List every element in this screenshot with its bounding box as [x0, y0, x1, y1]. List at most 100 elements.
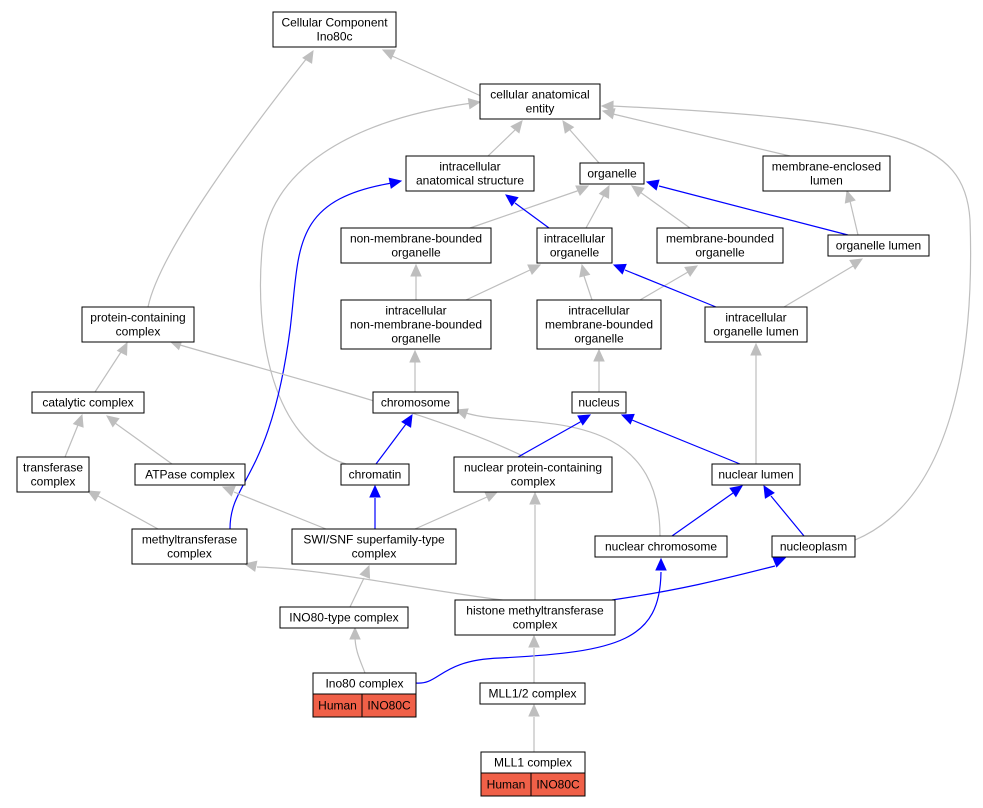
node-box: [536, 299, 662, 350]
edge-line: [391, 55, 482, 97]
edge-cc-pcc: [94, 341, 128, 393]
node-np[interactable]: nucleoplasm: [771, 535, 856, 558]
arrowhead: [409, 349, 421, 363]
arrowhead: [849, 258, 864, 270]
node-box: [479, 83, 601, 120]
node-box: [291, 528, 457, 565]
edge-line: [569, 129, 600, 164]
edge-line: [375, 423, 407, 465]
arrowhead: [620, 413, 635, 425]
node-label: organelle lumen: [713, 325, 798, 339]
edge-line: [517, 420, 583, 458]
node-cc[interactable]: catalytic complex: [31, 391, 145, 414]
node-org[interactable]: organelle: [579, 162, 645, 185]
gene-tag-box: [530, 772, 586, 797]
edge-line: [631, 419, 741, 465]
edge-chr-inmbo: [409, 349, 421, 392]
arrowhead: [645, 179, 660, 191]
node-box: [656, 227, 784, 264]
node-ino80[interactable]: Ino80 complex: [312, 672, 417, 695]
edge-line: [259, 102, 473, 465]
arrowhead: [655, 557, 667, 571]
edge-pcc-root: [147, 49, 314, 308]
node-nuc[interactable]: nucleus: [571, 391, 627, 414]
edge-org-cae: [562, 120, 600, 164]
arrowhead: [359, 564, 371, 579]
arrowhead: [116, 341, 128, 356]
node-atp[interactable]: ATPase complex: [134, 463, 246, 486]
edge-nl-iol: [750, 342, 762, 464]
node-box: [340, 299, 492, 350]
node-label: anatomical structure: [416, 174, 524, 188]
node-box: [131, 528, 248, 565]
node-chrt[interactable]: chromatin: [340, 463, 410, 486]
node-box: [340, 463, 410, 486]
node-mll1[interactable]: MLL1 complex: [480, 751, 586, 774]
edge-line: [114, 422, 173, 465]
edge-inmbo-io: [465, 264, 542, 301]
edge-ol-org: [645, 179, 849, 236]
node-ino80t[interactable]: INO80-type complex: [279, 606, 409, 629]
node-box: [454, 599, 616, 636]
node-ol[interactable]: organelle lumen: [827, 234, 930, 257]
node-label: entity: [526, 102, 555, 116]
node-label: methyltransferase: [142, 533, 238, 547]
node-label: transferase: [23, 461, 83, 475]
arrowhead: [600, 100, 614, 113]
node-box: [711, 463, 801, 486]
node-label: organelle: [391, 332, 441, 346]
node-inmbo[interactable]: intracellularnon-membrane-boundedorganel…: [340, 299, 492, 350]
edge-line: [229, 182, 393, 530]
node-label: Cellular Component: [281, 16, 388, 30]
edge-nchr-chr: [454, 408, 661, 537]
arrowhead: [579, 263, 591, 278]
edge-nmbo-org: [469, 185, 590, 229]
arrowhead: [577, 414, 592, 426]
edge-mtc-ias: [229, 177, 403, 530]
arrowhead: [631, 185, 645, 198]
edge-io-org: [585, 184, 610, 229]
edge-hmtc-np: [611, 556, 787, 601]
edge-line: [583, 275, 593, 301]
edge-ol-mel: [844, 189, 859, 236]
gene-tag-box: [361, 693, 417, 718]
edge-mbo-org: [631, 185, 691, 229]
arrowhead: [612, 263, 627, 275]
edge-swi-npcc: [414, 491, 499, 530]
node-nl[interactable]: nuclear lumen: [711, 463, 801, 486]
edge-mll1-mll12: [528, 703, 540, 752]
node-box: [31, 391, 145, 414]
edge-line: [658, 185, 849, 236]
node-chr[interactable]: chromosome: [372, 391, 459, 414]
arrowhead: [401, 413, 413, 428]
edge-io-ias: [505, 194, 550, 229]
node-label: organelle lumen: [836, 239, 921, 253]
arrowhead: [750, 342, 762, 356]
arrowhead: [467, 97, 482, 110]
node-label: complex: [167, 547, 212, 561]
edge-iol-io: [612, 263, 717, 308]
node-label: cellular anatomical: [490, 88, 589, 102]
edge-chrt-cae: [259, 97, 482, 465]
node-nchr[interactable]: nuclear chromosome: [594, 535, 728, 558]
edge-inmbo-nmbo: [410, 263, 422, 300]
node-label: ATPase complex: [145, 468, 235, 482]
node-mll12[interactable]: MLL1/2 complex: [479, 682, 586, 705]
edge-nl-nuc: [620, 413, 741, 465]
arrowhead: [528, 703, 540, 717]
